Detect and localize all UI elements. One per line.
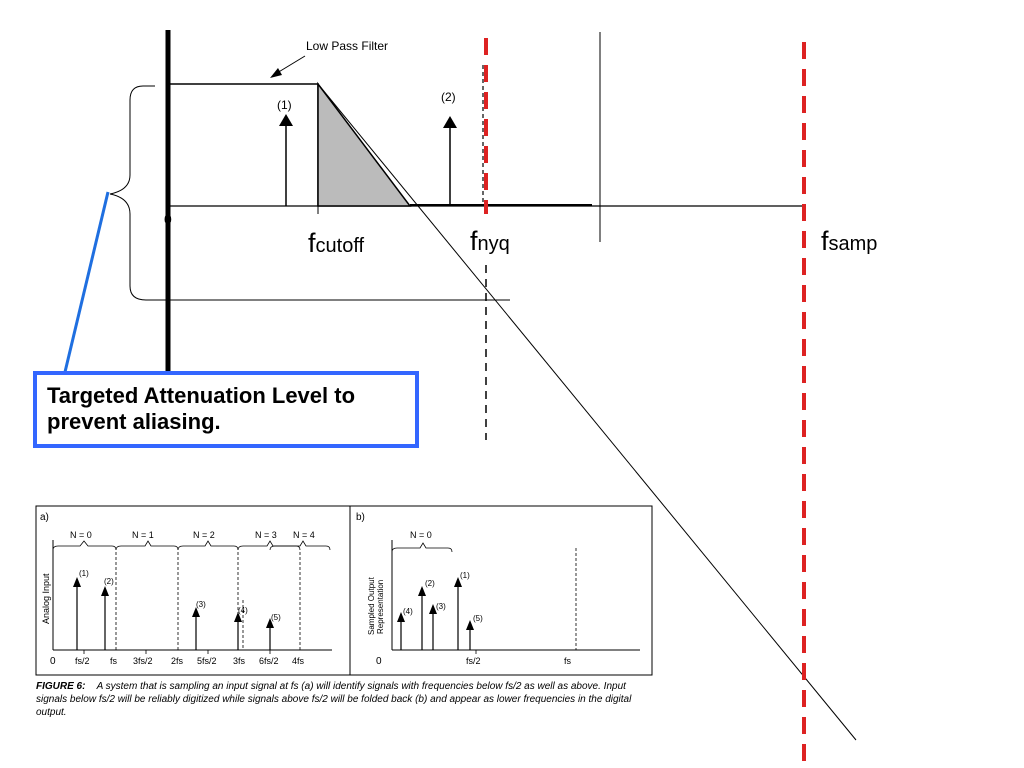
panel-a-y-label: Analog Input	[41, 573, 51, 624]
panel-b-signal-2-head	[418, 586, 426, 596]
panel-a-zone-0: N = 0	[70, 530, 92, 540]
panel-b-xtick-0: 0	[376, 656, 382, 667]
panel-a-xtick-7: 6fs/2	[259, 656, 279, 666]
panel-a-signal-2-head	[101, 586, 109, 596]
panel-b-xtick-1: fs/2	[466, 656, 481, 666]
panel-b-tag: b)	[356, 512, 365, 523]
panel-b-signal-5-head	[466, 620, 474, 630]
panel-b-zone: N = 0	[410, 530, 432, 540]
panel-a-xtick-6: 3fs	[233, 656, 246, 666]
signal-2-arrowhead	[443, 116, 457, 128]
panel-a-signal-1-label: (1)	[79, 569, 89, 578]
caption-text: A system that is sampling an input signa…	[36, 681, 632, 718]
panel-a-zone-3: N = 3	[255, 530, 277, 540]
panel-b-signal-5-label: (5)	[473, 614, 483, 623]
panel-a-signal-4-head	[234, 612, 242, 622]
panel-a-signal-3-head	[192, 607, 200, 617]
filter-transition-band	[317, 81, 412, 207]
panel-a-signal-2-label: (2)	[104, 577, 114, 586]
panel-b-signal-3-head	[429, 604, 437, 614]
panel-a-xtick-3: 3fs/2	[133, 656, 153, 666]
filter-pointer-line	[276, 55, 306, 74]
panel-a-signal-5-head	[266, 618, 274, 628]
signal-1-label: (1)	[277, 98, 292, 112]
panel-b-y-label-2: Representation	[376, 580, 385, 634]
panel-b-zone-brace	[391, 542, 453, 553]
panel-a-zone-brace-0	[52, 540, 117, 551]
callout-line-1: Targeted Attenuation Level to	[47, 383, 356, 408]
caption-label: FIGURE 6:	[36, 681, 86, 692]
filter-passband	[168, 83, 319, 206]
f-nyq-label: fnyq	[470, 226, 510, 256]
callout-line-2: prevent aliasing.	[47, 409, 221, 434]
panel-a-zone-1: N = 1	[132, 530, 154, 540]
panel-a-xtick-4: 2fs	[171, 656, 184, 666]
origin-label: 0	[164, 211, 172, 227]
panel-a-zone-brace-2	[177, 540, 239, 551]
panel-a-signal-3-label: (3)	[196, 600, 206, 609]
panel-b-xtick-2: fs	[564, 656, 572, 666]
f-cutoff-label: fcutoff	[308, 228, 365, 258]
panel-a-tag: a)	[40, 512, 49, 523]
attenuation-callout: Targeted Attenuation Level to prevent al…	[33, 371, 419, 448]
attenuation-brace	[109, 85, 170, 301]
panel-a-signal-5-label: (5)	[271, 613, 281, 622]
panel-a-xtick-2: fs	[110, 656, 118, 666]
signal-1-arrowhead	[279, 114, 293, 126]
signal-2-label: (2)	[441, 90, 456, 104]
panel-b-y-label-1: Sampled Output	[367, 576, 376, 635]
panel-b-signal-4-head	[397, 612, 405, 622]
panel-a-zone-brace-1	[115, 540, 179, 551]
f-samp-label: fsamp	[821, 226, 877, 256]
panel-a-signal-1-head	[73, 577, 81, 587]
filter-slope-extension	[317, 83, 857, 741]
panel-a-xtick-0: 0	[50, 656, 56, 667]
figure-6-caption: FIGURE 6: A system that is sampling an i…	[36, 680, 656, 719]
panel-b-signal-4-label: (4)	[403, 607, 413, 616]
figure-6: a) Analog Input N = 0 N = 1 N = 2 N = 3 …	[35, 505, 653, 676]
filter-pointer-arrowhead	[270, 68, 282, 78]
panel-a-xtick-8: 4fs	[292, 656, 305, 666]
panel-b-signal-1-head	[454, 577, 462, 587]
panel-a-xtick-5: 5fs/2	[197, 656, 217, 666]
panel-a-zone-4: N = 4	[293, 530, 315, 540]
panel-a-signal-4-label: (4)	[238, 606, 248, 615]
panel-b-signal-2-label: (2)	[425, 579, 435, 588]
panel-b-signal-3-label: (3)	[436, 602, 446, 611]
panel-a-xtick-1: fs/2	[75, 656, 90, 666]
panel-a-zone-2: N = 2	[193, 530, 215, 540]
filter-label: Low Pass Filter	[306, 39, 388, 53]
panel-a-zone-brace-4	[269, 540, 331, 551]
callout-pointer	[63, 191, 110, 373]
panel-b-signal-1-label: (1)	[460, 571, 470, 580]
figure-6-frame	[35, 505, 653, 676]
panel-a-zone-brace-3	[237, 540, 301, 551]
